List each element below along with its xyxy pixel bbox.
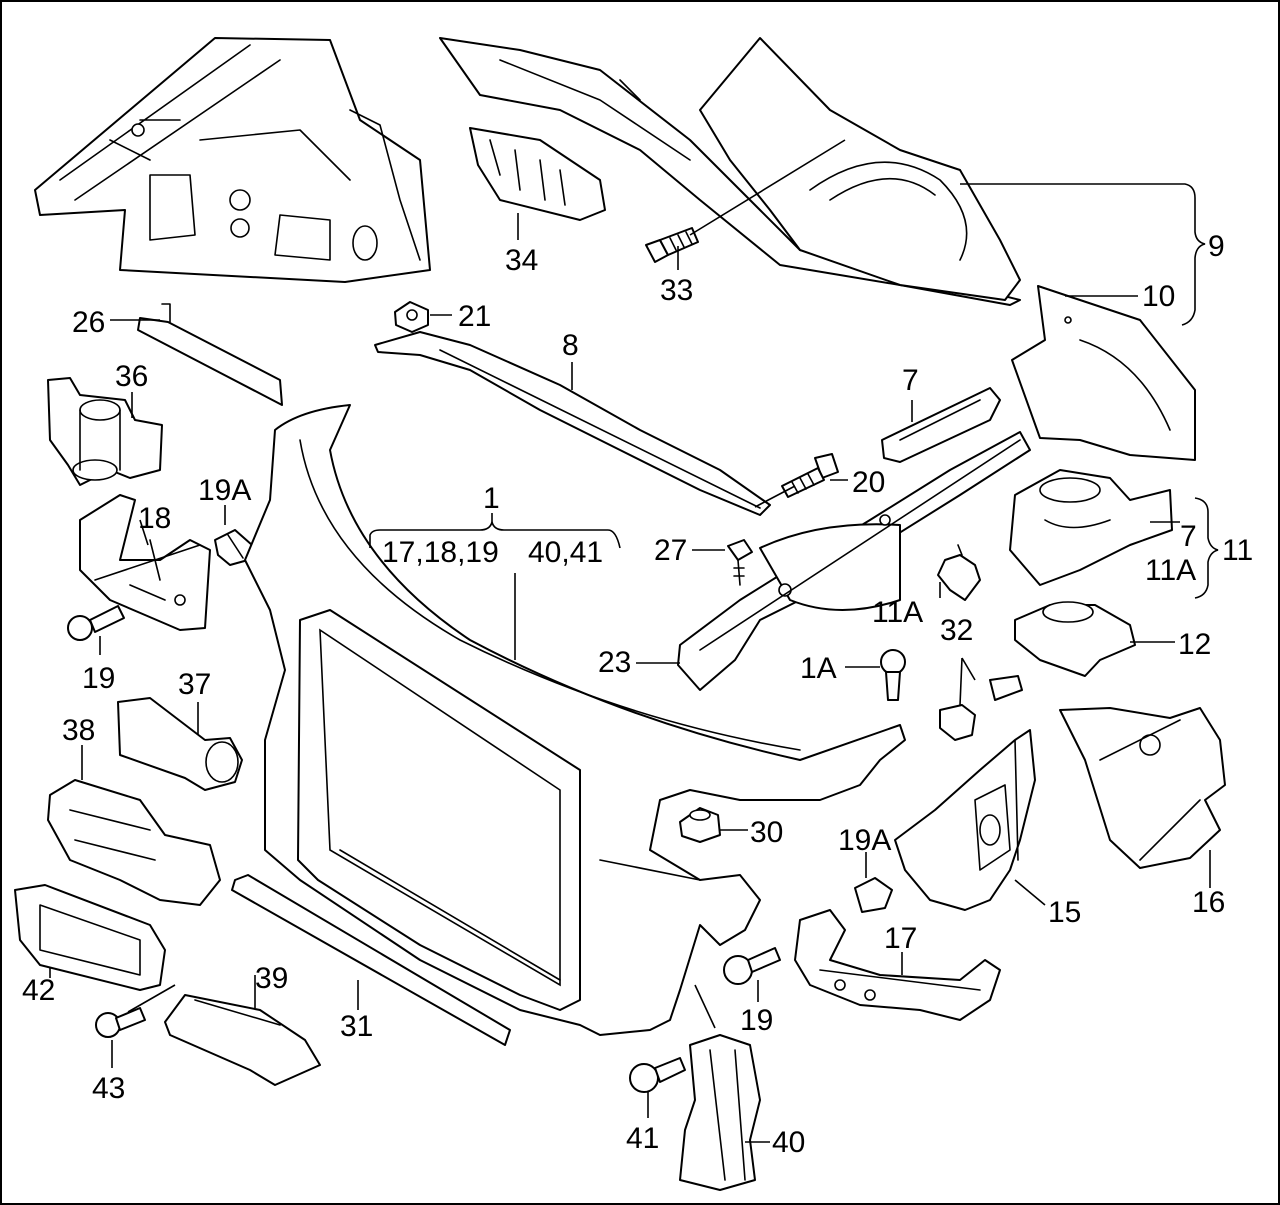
callout-41: 41 <box>626 1122 659 1155</box>
callout-1-group-right: 40,41 <box>528 536 603 569</box>
callout-16: 16 <box>1192 886 1225 919</box>
part-33-bolt <box>645 227 699 263</box>
callout-40: 40 <box>772 1126 805 1159</box>
callout-7-right: 7 <box>1180 520 1197 553</box>
callout-19A-right: 19A <box>838 824 891 857</box>
part-10-wheelhouse-panel <box>1011 285 1196 461</box>
left-wheelhouse-assembly <box>34 37 431 283</box>
callout-31: 31 <box>340 1010 373 1043</box>
part-30-clip <box>679 807 721 843</box>
part-43-screw <box>95 1007 146 1038</box>
upper-rail <box>439 37 1021 306</box>
right-wheelhouse-assembly <box>699 37 1021 301</box>
callout-19A-left: 19A <box>198 474 251 507</box>
part-27-screw <box>727 539 753 586</box>
callout-30: 30 <box>750 816 783 849</box>
part-32-clip <box>939 675 1023 741</box>
part-36-air-duct <box>47 377 163 486</box>
part-40-support <box>679 1034 761 1191</box>
callout-36: 36 <box>115 360 148 393</box>
callout-27: 27 <box>654 534 687 567</box>
part-7-bracket <box>881 387 1001 463</box>
callout-11: 11 <box>1222 534 1253 567</box>
part-17-lock-carrier <box>794 909 1001 1021</box>
callout-34: 34 <box>505 244 538 277</box>
callout-10: 10 <box>1142 280 1175 313</box>
part-15-side-bracket <box>894 729 1036 911</box>
part-31-foam-strip <box>231 874 511 1046</box>
callout-42: 42 <box>22 974 55 1007</box>
part-11-strut-tower <box>1009 469 1173 586</box>
callout-7-upper: 7 <box>902 364 919 397</box>
part-37-air-guide <box>117 697 243 791</box>
callout-9: 9 <box>1208 230 1225 263</box>
callout-19-left: 19 <box>82 662 115 695</box>
callout-26: 26 <box>72 306 105 339</box>
part-21-nut <box>394 301 429 333</box>
part-19-bolt-left <box>67 605 125 641</box>
callout-18: 18 <box>138 502 171 535</box>
callout-labels: 1 17,18,19 40,41 1A 7 7 8 9 10 11 11A 11… <box>22 230 1253 1159</box>
callout-23: 23 <box>598 646 631 679</box>
callout-33: 33 <box>660 274 693 307</box>
callout-15: 15 <box>1048 896 1081 929</box>
part-23-side-member <box>677 431 1031 691</box>
callout-11A-right: 11A <box>1145 554 1196 587</box>
callout-32: 32 <box>940 614 973 647</box>
part-38-air-guide <box>47 779 221 906</box>
part-12-strut-mount <box>1014 601 1136 677</box>
part-11A-clip <box>937 544 981 601</box>
callout-11A-left: 11A <box>872 596 923 629</box>
callout-1: 1 <box>483 482 500 515</box>
callout-39: 39 <box>255 962 288 995</box>
part-19-bolt-right <box>723 947 781 985</box>
callout-1A: 1A <box>800 652 837 685</box>
part-41-screw <box>629 1057 686 1093</box>
callout-37: 37 <box>178 668 211 701</box>
part-34-bracket <box>469 127 606 221</box>
part-19A-clip-right <box>854 877 893 913</box>
callout-17: 17 <box>884 922 917 955</box>
part-1A-bolt <box>880 649 906 701</box>
part-39-air-guide-strip <box>164 994 321 1086</box>
callout-38: 38 <box>62 714 95 747</box>
callout-20: 20 <box>852 466 885 499</box>
part-18-lock-bracket <box>79 494 211 631</box>
callout-8: 8 <box>562 329 579 362</box>
callout-19-right: 19 <box>740 1004 773 1037</box>
part-16-panel <box>1059 707 1226 869</box>
part-1-front-end-carrier <box>244 404 906 1036</box>
callout-12: 12 <box>1178 628 1211 661</box>
callout-43: 43 <box>92 1072 125 1105</box>
leader-lines <box>49 139 1219 1143</box>
callout-1-group-left: 17,18,19 <box>382 536 499 569</box>
part-42-grille <box>14 884 166 991</box>
callout-21: 21 <box>458 300 491 333</box>
part-20-bolt <box>781 453 839 498</box>
part-26-strip <box>137 303 283 406</box>
part-8-cross-member <box>374 331 771 516</box>
